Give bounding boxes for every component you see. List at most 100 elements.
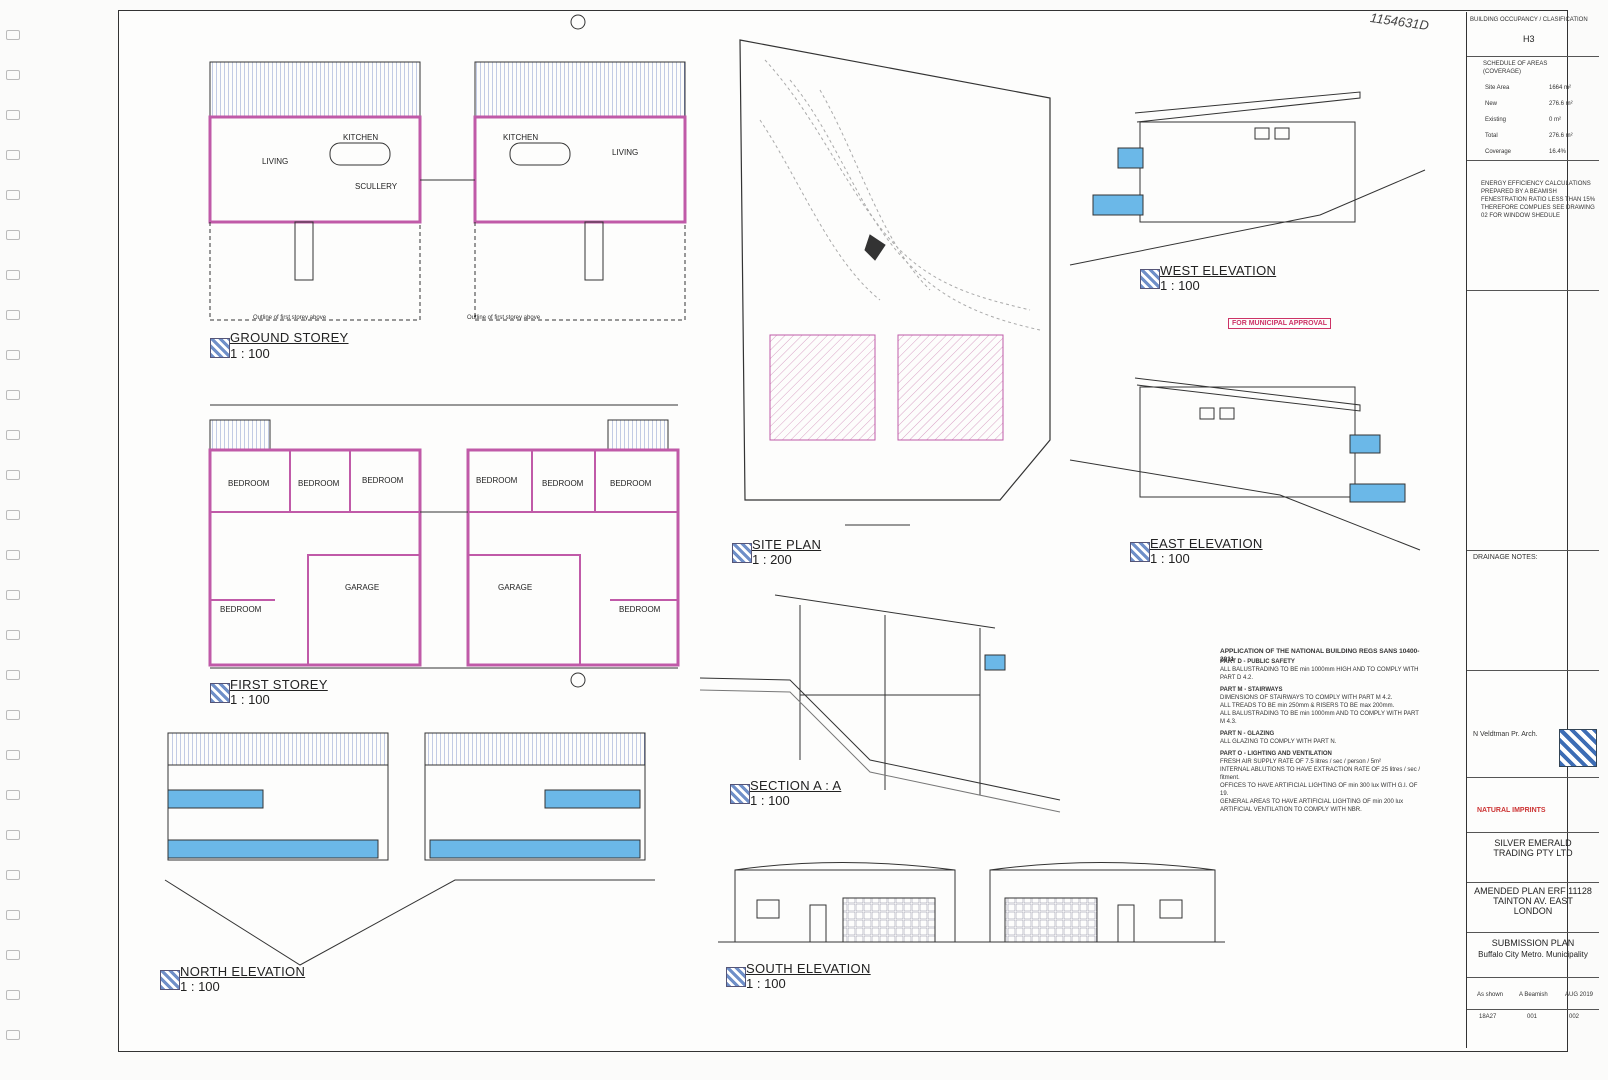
drawn-by-value: A Beamish xyxy=(1519,992,1548,998)
room-bedroom-2: BEDROOM xyxy=(298,479,340,488)
regs-part-o-item: ARTIFICIAL VENTILATION TO COMPLY WITH NB… xyxy=(1220,807,1362,813)
municipal-approval-stamp: FOR MUNICIPAL APPROVAL xyxy=(1228,318,1332,329)
area-value: 276.6 m² xyxy=(1549,101,1573,107)
firm-name: NATURAL IMPRINTS xyxy=(1477,807,1546,814)
client-section: SILVER EMERALD TRADING PTY LTD xyxy=(1467,832,1599,883)
architect-logo-icon xyxy=(1559,729,1597,767)
regs-part-o-item: OFFICES TO HAVE ARTIFICIAL LIGHTING OF m… xyxy=(1220,783,1418,797)
section-markers xyxy=(570,14,586,688)
east-elevation-marker-icon xyxy=(1130,542,1150,562)
ground-storey-marker-icon xyxy=(210,338,230,358)
regs-part-o-item: GENERAL AREAS TO HAVE ARTIFICIAL LIGHTIN… xyxy=(1220,799,1404,805)
drawing-sheet xyxy=(118,10,1568,1052)
area-label: Total xyxy=(1485,133,1498,139)
west-elevation-marker-icon xyxy=(1140,269,1160,289)
regs-heading: APPLICATION OF THE NATIONAL BUILDING REG… xyxy=(1220,648,1420,663)
room-kitchen-2: KITCHEN xyxy=(503,133,539,142)
site-plan-marker-icon xyxy=(732,543,752,563)
area-label: New xyxy=(1485,101,1498,107)
notes-section xyxy=(1467,290,1599,551)
scale-drawn-date-row: As shown A Beamish AUG 2019 xyxy=(1467,987,1599,1010)
section-title: SECTION A : A xyxy=(750,778,842,793)
room-bedroom-1: BEDROOM xyxy=(228,479,270,488)
area-value: 0 m² xyxy=(1549,117,1561,123)
room-bedroom-4: BEDROOM xyxy=(220,605,262,614)
east-elevation-title: EAST ELEVATION xyxy=(1150,536,1263,551)
regs-part-o-title: PART O - LIGHTING AND VENTILATION xyxy=(1220,751,1332,757)
regs-part-m-item: DIMENSIONS OF STAIRWAYS TO COMPLY WITH P… xyxy=(1220,695,1393,701)
north-elevation-drawing xyxy=(164,732,655,966)
north-elevation-title: NORTH ELEVATION xyxy=(180,964,306,979)
room-bedroom-3: BEDROOM xyxy=(362,476,404,485)
south-elevation-marker-icon xyxy=(726,967,746,987)
first-storey-plan xyxy=(208,404,680,669)
client-name: SILVER EMERALD TRADING PTY LTD xyxy=(1493,838,1573,858)
project-section: AMENDED PLAN ERF 11128 TAINTON AV. EAST … xyxy=(1467,882,1599,933)
west-elevation-drawing xyxy=(1069,91,1426,266)
date-value: AUG 2019 xyxy=(1565,992,1594,998)
regs-part-n-item: ALL GLAZING TO COMPLY WITH PART N. xyxy=(1220,739,1337,745)
drawing-number: 001 xyxy=(1527,1014,1538,1020)
architect-section: N Veldtman Pr. Arch. xyxy=(1467,727,1599,778)
area-value: 276.6 m² xyxy=(1549,133,1573,139)
north-elevation-marker-icon xyxy=(160,970,180,990)
area-value: 16.4% xyxy=(1549,149,1567,155)
regs-part-m-title: PART M - STAIRWAYS xyxy=(1220,687,1283,693)
regs-part-m-item: ALL TREADS TO BE min 250mm & RISERS TO B… xyxy=(1220,703,1395,709)
south-elevation-title: SOUTH ELEVATION xyxy=(746,961,871,976)
revision-number: 002 xyxy=(1569,1014,1580,1020)
ground-storey-title: GROUND STOREY xyxy=(230,330,349,345)
area-label: Site Area xyxy=(1485,85,1510,91)
areas-section: SCHEDULE OF AREAS (COVERAGE) Site Area 1… xyxy=(1467,56,1599,161)
room-kitchen-1: KITCHEN xyxy=(343,133,379,142)
first-storey-scale: 1 : 100 xyxy=(230,692,270,707)
west-elevation-scale: 1 : 100 xyxy=(1160,278,1200,293)
site-plan-drawing xyxy=(739,39,1051,526)
areas-heading: SCHEDULE OF AREAS (COVERAGE) xyxy=(1483,61,1548,75)
west-elevation-title: WEST ELEVATION xyxy=(1160,263,1277,278)
room-bedroom-7: BEDROOM xyxy=(610,479,652,488)
east-elevation-scale: 1 : 100 xyxy=(1150,551,1190,566)
room-scullery: SCULLERY xyxy=(355,182,398,191)
firm-section: NATURAL IMPRINTS xyxy=(1467,777,1599,833)
section-scale: 1 : 100 xyxy=(750,793,790,808)
room-living-1: LIVING xyxy=(262,157,289,166)
occupancy-value: H3 xyxy=(1523,34,1535,44)
regs-part-o-item: FRESH AIR SUPPLY RATE OF 7.5 litres / se… xyxy=(1220,759,1382,765)
site-plan-title: SITE PLAN xyxy=(752,537,822,552)
south-elevation-drawing xyxy=(718,862,1225,943)
scale-value: As shown xyxy=(1477,992,1504,998)
title-block: BUILDING OCCUPANCY / CLASIFICATION H3 SC… xyxy=(1466,12,1599,1048)
room-garage-1: GARAGE xyxy=(345,583,380,592)
room-garage-2: GARAGE xyxy=(498,583,533,592)
first-storey-marker-icon xyxy=(210,683,230,703)
ground-storey-plan xyxy=(208,61,687,321)
area-label: Existing xyxy=(1485,117,1507,123)
regs-part-n-title: PART N - GLAZING xyxy=(1220,731,1275,737)
project-number: 18A27 xyxy=(1479,1014,1497,1020)
regs-part-m-item: ALL BALUSTRADING TO BE min 1000mm AND TO… xyxy=(1220,711,1419,725)
room-bedroom-8: BEDROOM xyxy=(619,605,661,614)
regs-part-d-title: PART D - PUBLIC SAFETY xyxy=(1220,659,1295,665)
occupancy-label: BUILDING OCCUPANCY / CLASIFICATION xyxy=(1470,17,1588,23)
municipality-name: Buffalo City Metro. Municipality xyxy=(1478,950,1588,959)
area-value: 1664 m² xyxy=(1549,85,1572,91)
occupancy-section: BUILDING OCCUPANCY / CLASIFICATION H3 xyxy=(1467,12,1599,57)
outline-note-1: Outline of first storey above xyxy=(253,315,327,321)
drainage-section: DRAINAGE NOTES: xyxy=(1467,550,1599,671)
regs-part-d-item: ALL BALUSTRADING TO BE min 1000mm HIGH A… xyxy=(1220,667,1419,681)
north-elevation-scale: 1 : 100 xyxy=(180,979,220,994)
energy-note: ENERGY EFFICIENCY CALCULATIONS PREPARED … xyxy=(1481,181,1596,219)
south-elevation-scale: 1 : 100 xyxy=(746,976,786,991)
area-label: Coverage xyxy=(1485,149,1512,155)
drawing-section: SUBMISSION PLAN Buffalo City Metro. Muni… xyxy=(1467,932,1599,978)
section-marker-icon xyxy=(730,784,750,804)
regs-part-o-item: INTERNAL ABLUTIONS TO HAVE EXTRACTION RA… xyxy=(1220,767,1421,781)
regs-notes: PART D - PUBLIC SAFETY ALL BALUSTRADING … xyxy=(1220,658,1425,814)
energy-section: ENERGY EFFICIENCY CALCULATIONS PREPARED … xyxy=(1467,160,1599,291)
project-title: AMENDED PLAN ERF 11128 TAINTON AV. EAST … xyxy=(1474,886,1592,916)
drainage-heading: DRAINAGE NOTES: xyxy=(1473,554,1538,561)
ground-storey-scale: 1 : 100 xyxy=(230,346,270,361)
numbers-row: 18A27 001 002 xyxy=(1467,1009,1599,1031)
